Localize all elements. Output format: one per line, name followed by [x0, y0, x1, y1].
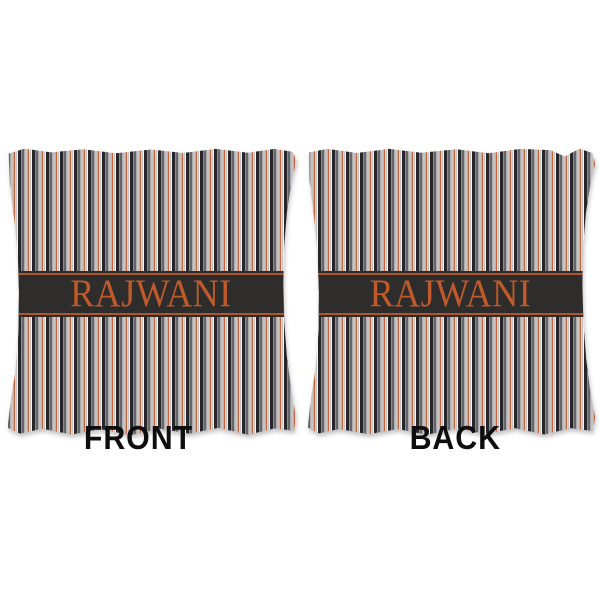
personalized-name-text: RAJWANI	[8, 271, 297, 315]
caption-back: BACK	[304, 418, 597, 458]
personalized-name-label: RAJWANI	[70, 271, 232, 315]
pillow-front: RAJWANI	[4, 146, 298, 438]
pillow-back: RAJWANI	[304, 146, 597, 438]
name-band: RAJWANI	[7, 271, 297, 317]
pillow-back-shape: RAJWANI	[307, 148, 596, 435]
name-band: RAJWANI	[307, 271, 596, 317]
caption-front: FRONT	[4, 418, 298, 458]
caption-front-label: FRONT	[83, 419, 193, 456]
personalized-name-label: RAJWANI	[369, 271, 532, 315]
caption-back-label: BACK	[409, 419, 501, 456]
pillow-front-shape: RAJWANI	[7, 148, 297, 436]
personalized-name-text: RAJWANI	[308, 271, 595, 315]
